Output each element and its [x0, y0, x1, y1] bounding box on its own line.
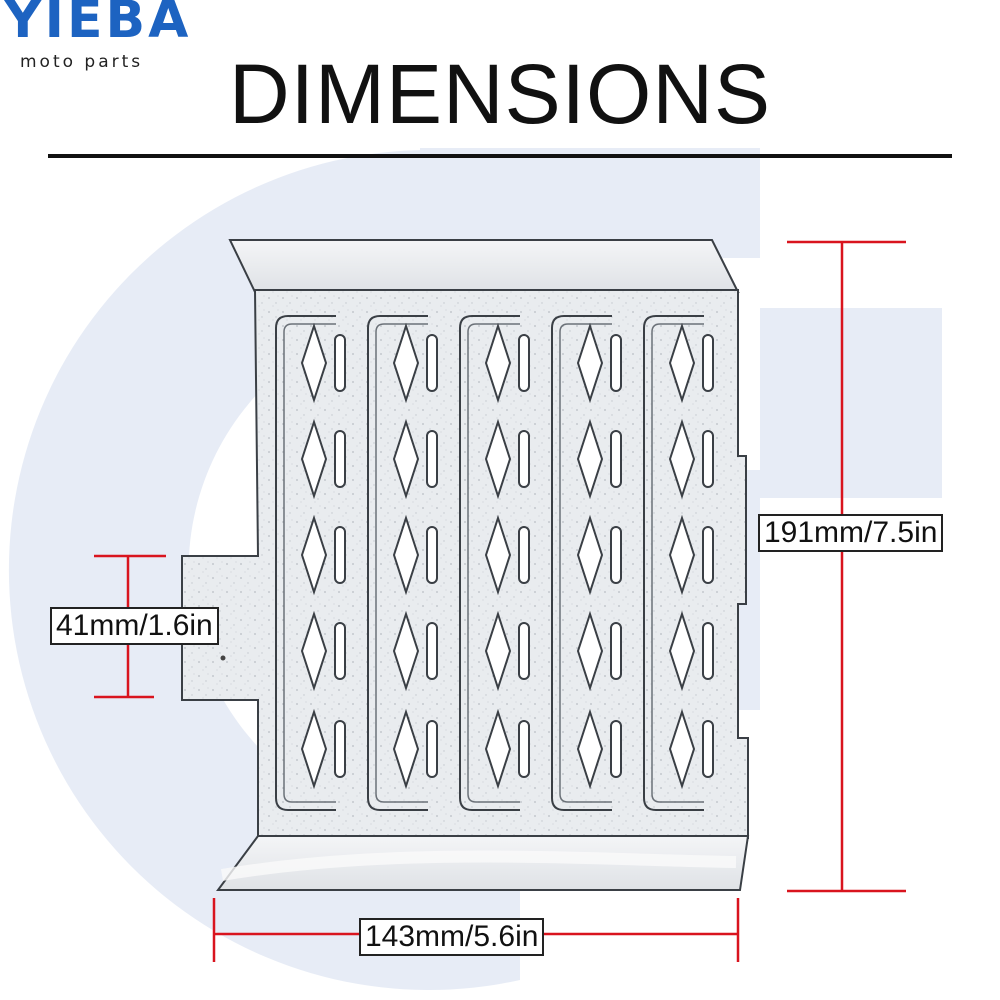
diamond-cutout	[576, 418, 604, 500]
diamond-cutout	[668, 418, 696, 500]
tube-inner	[559, 323, 612, 803]
slot-cutout	[702, 430, 714, 488]
slot-cutout	[426, 526, 438, 584]
diamond-cutout	[484, 418, 512, 500]
diamond-cutout	[300, 514, 328, 596]
slot-cutout	[518, 334, 530, 392]
tube-outline	[643, 315, 704, 811]
diamond-cutout	[392, 514, 420, 596]
slot-cutout	[610, 430, 622, 488]
slot-cutout	[702, 622, 714, 680]
slot-cutout	[610, 526, 622, 584]
slot-cutout	[334, 622, 346, 680]
diamond-cutout	[392, 708, 420, 790]
diamond-cutout	[668, 708, 696, 790]
diamond-cutout	[484, 708, 512, 790]
diamond-cutout	[300, 418, 328, 500]
slot-cutout	[702, 526, 714, 584]
tube-inner	[651, 323, 704, 803]
diamond-cutout	[300, 322, 328, 404]
tube-outline	[459, 315, 520, 811]
width-dimension-label: 143mm/5.6in	[359, 918, 545, 956]
diamond-cutout	[392, 418, 420, 500]
diamond-cutout	[668, 514, 696, 596]
diamond-cutout	[576, 610, 604, 692]
slot-cutout	[334, 334, 346, 392]
slot-cutout	[426, 334, 438, 392]
slot-cutout	[610, 334, 622, 392]
slot-cutout	[334, 526, 346, 584]
page-title: DIMENSIONS	[228, 47, 772, 141]
diamond-cutout	[484, 322, 512, 404]
slot-cutout	[518, 430, 530, 488]
slot-cutout	[518, 622, 530, 680]
tube-outline	[367, 315, 428, 811]
diamond-cutout	[484, 610, 512, 692]
tube-outline	[551, 315, 612, 811]
tab-dimension-label: 41mm/1.6in	[50, 607, 219, 645]
tube-outline	[275, 315, 336, 811]
slot-cutout	[334, 720, 346, 778]
vent-columns	[275, 315, 714, 811]
brand-name: YIEBA	[4, 0, 192, 50]
slot-cutout	[702, 334, 714, 392]
slot-cutout	[334, 430, 346, 488]
slot-cutout	[518, 526, 530, 584]
slot-cutout	[426, 720, 438, 778]
tube-inner	[467, 323, 520, 803]
diamond-cutout	[668, 610, 696, 692]
slot-cutout	[702, 720, 714, 778]
tube-inner	[283, 323, 336, 803]
height-dimension-label: 191mm/7.5in	[758, 514, 944, 552]
diamond-cutout	[300, 708, 328, 790]
diamond-cutout	[484, 514, 512, 596]
diamond-cutout	[576, 322, 604, 404]
diamond-cutout	[300, 610, 328, 692]
diamond-cutout	[392, 610, 420, 692]
slot-cutout	[610, 622, 622, 680]
tube-inner	[375, 323, 428, 803]
brand-tagline: moto parts	[20, 52, 144, 72]
diamond-cutout	[576, 708, 604, 790]
radiator-guard	[181, 239, 750, 891]
diamond-cutout	[668, 322, 696, 404]
slot-cutout	[518, 720, 530, 778]
diamond-cutout	[392, 322, 420, 404]
slot-cutout	[610, 720, 622, 778]
diamond-cutout	[576, 514, 604, 596]
slot-cutout	[426, 622, 438, 680]
slot-cutout	[426, 430, 438, 488]
